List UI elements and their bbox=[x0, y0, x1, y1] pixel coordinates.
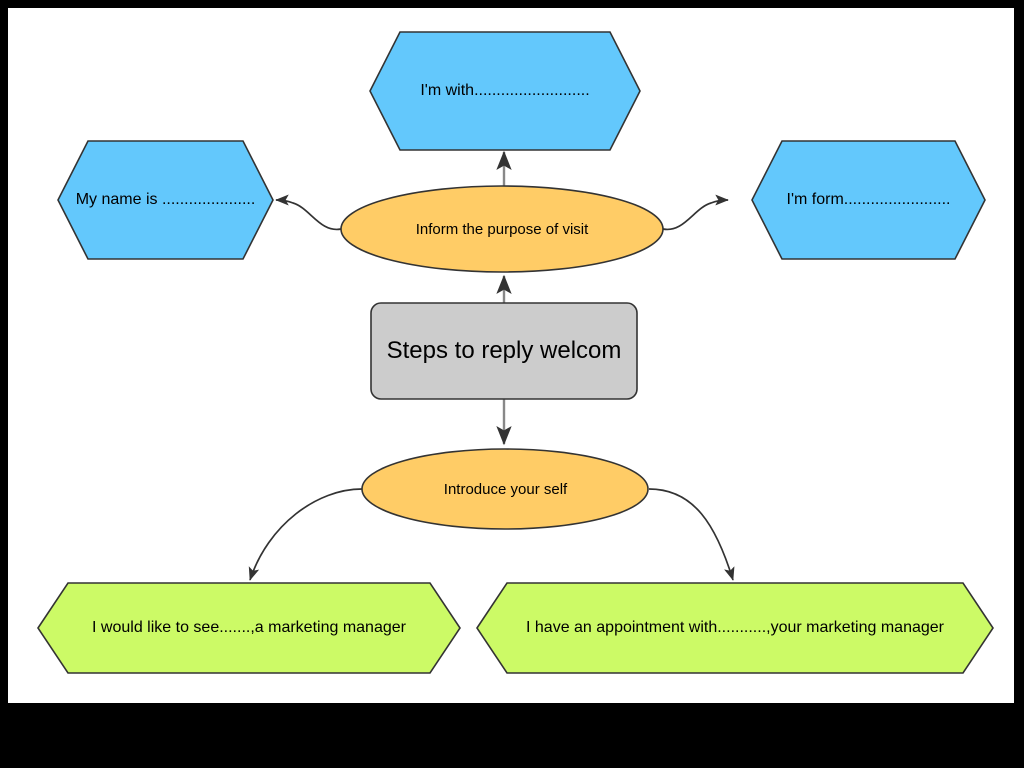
edge-inform-to-myname bbox=[275, 194, 342, 231]
node-my-name-is[interactable] bbox=[57, 140, 274, 260]
node-would-like-to-see[interactable] bbox=[37, 582, 461, 674]
node-steps-to-reply[interactable] bbox=[370, 302, 638, 400]
connectors-group bbox=[248, 150, 735, 581]
edge-inform-to-imform bbox=[662, 194, 729, 231]
node-im-form[interactable] bbox=[751, 140, 986, 260]
node-have-appointment[interactable] bbox=[476, 582, 994, 674]
edge-introduce-to-see bbox=[248, 488, 363, 581]
node-inform-purpose[interactable] bbox=[340, 185, 664, 273]
node-introduce-yourself[interactable] bbox=[361, 448, 649, 530]
edge-introduce-to-appointment bbox=[648, 488, 735, 581]
node-im-with[interactable] bbox=[369, 31, 641, 151]
